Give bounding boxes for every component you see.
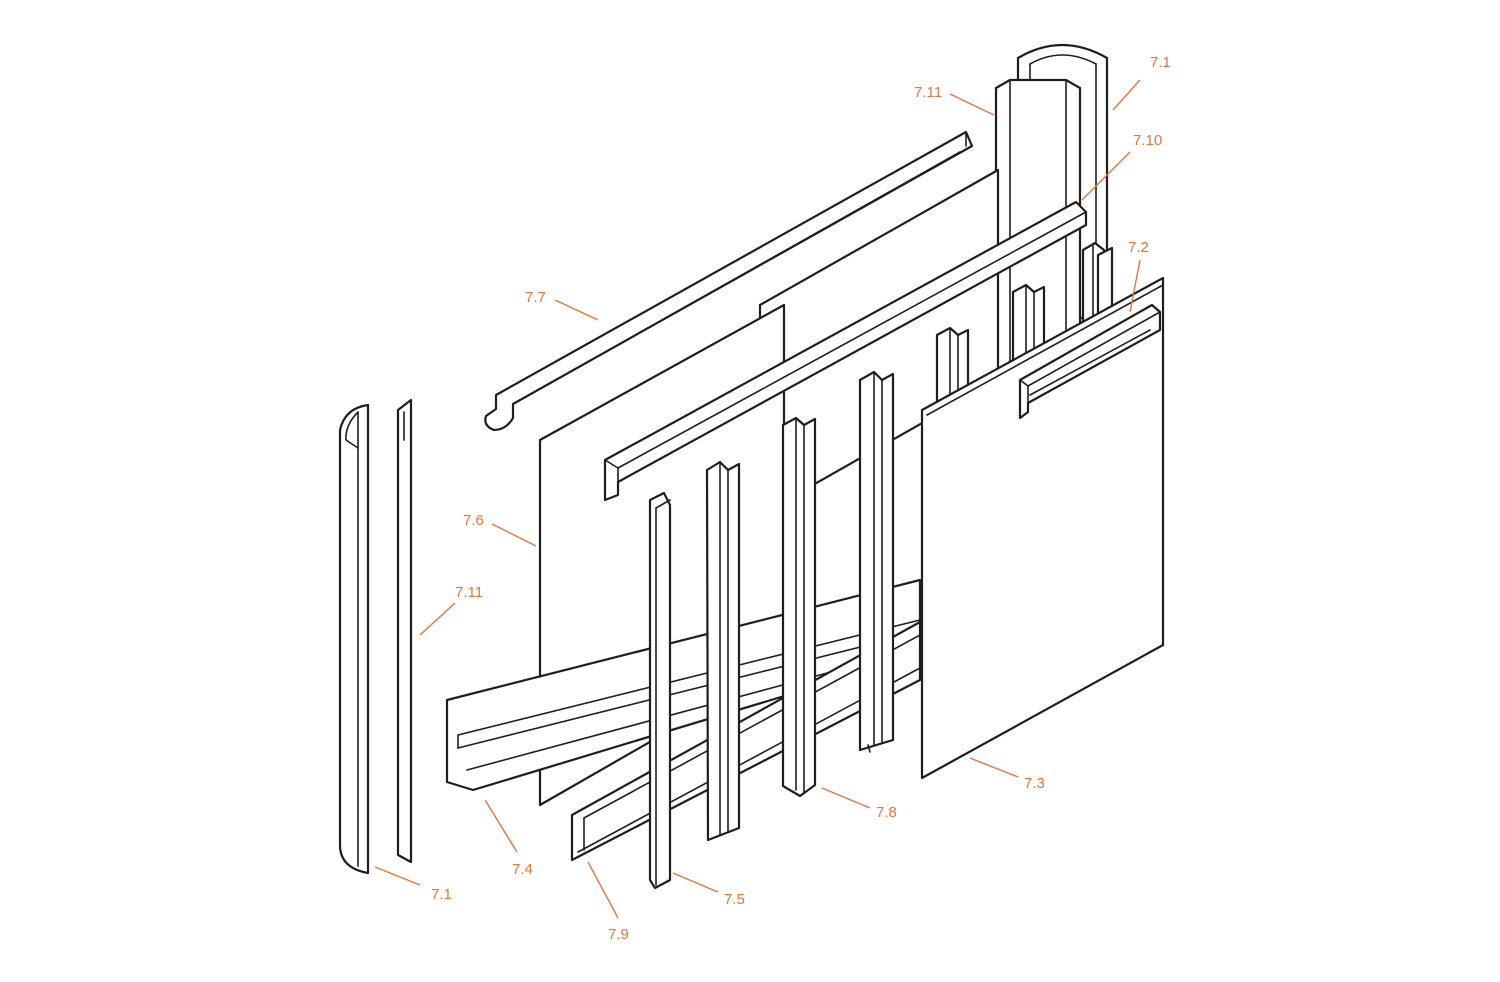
stud-back-5 — [858, 370, 895, 753]
svg-text:7.2: 7.2 — [1128, 239, 1149, 256]
stud-middle — [705, 460, 741, 842]
callout-7-9: 7.9 — [587, 861, 629, 943]
svg-text:7.4: 7.4 — [512, 861, 533, 878]
edge-profile-7-1-bottom — [338, 403, 370, 875]
stud-back-4 — [935, 326, 970, 407]
callout-7-11-left: 7.11 — [419, 584, 483, 636]
svg-text:7.1: 7.1 — [431, 886, 452, 903]
callout-7-4: 7.4 — [484, 799, 533, 878]
svg-text:7.10: 7.10 — [1133, 132, 1162, 149]
svg-text:7.3: 7.3 — [1024, 775, 1045, 792]
callout-7-2: 7.2 — [1128, 239, 1149, 313]
svg-text:7.9: 7.9 — [608, 926, 629, 943]
stud-back-3 — [1011, 283, 1046, 364]
callout-7-8: 7.8 — [821, 787, 897, 821]
svg-text:7.8: 7.8 — [876, 804, 897, 821]
callout-7-11-top: 7.11 — [914, 84, 995, 116]
callout-7-10: 7.10 — [1081, 132, 1162, 201]
top-rail-7-7 — [484, 130, 974, 432]
front-panel-7-3 — [920, 276, 1165, 780]
stud-7-5 — [648, 491, 672, 890]
svg-text:7.1: 7.1 — [1150, 54, 1171, 71]
flat-profile-7-11-left — [396, 398, 413, 864]
callout-7-1-bottom: 7.1 — [374, 866, 452, 903]
svg-text:7.6: 7.6 — [463, 512, 484, 529]
clip-7-2 — [1018, 303, 1162, 420]
callout-7-1-top: 7.1 — [1112, 54, 1171, 111]
callout-7-7: 7.7 — [525, 289, 599, 321]
svg-text:7.5: 7.5 — [724, 891, 745, 908]
callout-7-6: 7.6 — [463, 512, 537, 547]
stud-7-8 — [781, 416, 817, 798]
callout-7-5: 7.5 — [672, 872, 745, 908]
callout-7-3: 7.3 — [969, 757, 1045, 792]
svg-text:7.11: 7.11 — [455, 584, 483, 601]
upper-rail-7-10 — [603, 200, 1088, 502]
svg-text:7.7: 7.7 — [525, 289, 546, 306]
svg-text:7.11: 7.11 — [914, 84, 942, 101]
